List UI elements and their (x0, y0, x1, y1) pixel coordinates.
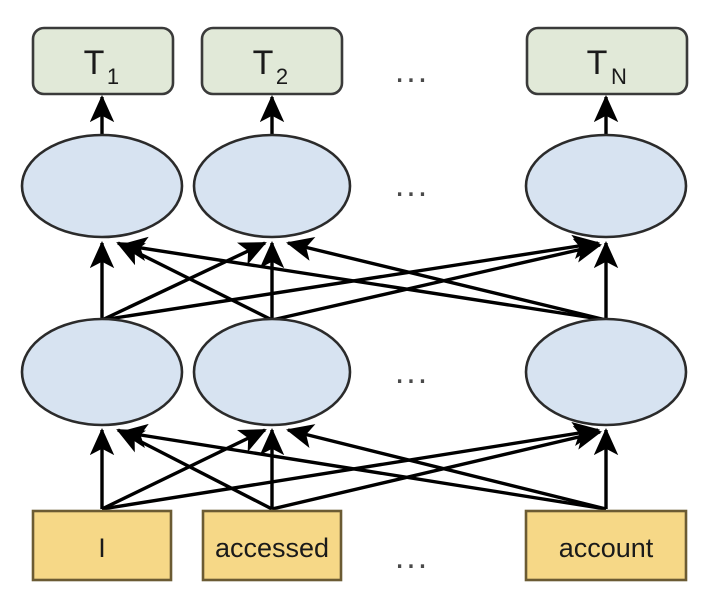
edge-input1-hidden1b (101, 428, 267, 511)
input-label-2: accessed (215, 533, 329, 563)
hidden2-layer-ellipsis: ... (395, 166, 429, 204)
hidden2-node-2[interactable] (192, 133, 352, 239)
output-node-3[interactable]: T N (525, 26, 689, 96)
output-box-3[interactable] (525, 26, 689, 96)
hidden-layer-1: ... (20, 317, 688, 427)
input-node-2[interactable]: accessed (201, 509, 343, 582)
output-layer: T 1 T 2 T N ... (31, 26, 689, 96)
output-box-2[interactable] (200, 26, 344, 96)
input-layer-ellipsis: ... (395, 538, 429, 576)
hidden1-node-1[interactable] (20, 317, 184, 427)
hidden1-node-3[interactable] (524, 317, 688, 427)
hidden1-node-2[interactable] (192, 317, 352, 427)
input-layer: I accessed account ... (31, 509, 688, 582)
hidden-layer-2: ... (20, 133, 688, 239)
output-label-2-base: T (253, 44, 274, 82)
input-node-1[interactable]: I (31, 509, 173, 582)
output-box-1[interactable] (31, 26, 175, 96)
output-label-2-sub: 2 (276, 64, 288, 89)
edges-input-to-hidden1 (89, 421, 619, 511)
output-label-3-base: T (587, 44, 608, 82)
output-label-3-sub: N (611, 64, 627, 89)
output-node-2[interactable]: T 2 (200, 26, 344, 96)
edge-h1b-h2c (271, 238, 602, 322)
edge-h1a-h2b (101, 241, 267, 322)
edge-h1b-h2a (116, 241, 273, 322)
input-node-3[interactable]: account (524, 509, 688, 582)
output-label-1-sub: 1 (107, 64, 119, 89)
edge-input3-hidden1a (119, 423, 607, 511)
input-box-3[interactable] (524, 509, 688, 582)
hidden1-layer-ellipsis: ... (395, 353, 429, 391)
edges-hidden1-to-hidden2 (89, 234, 619, 322)
output-label-1-base: T (84, 44, 105, 82)
edge-h1c-h2a (119, 236, 607, 322)
hidden2-node-1[interactable] (20, 133, 184, 239)
edges-hidden2-to-output (89, 94, 619, 134)
output-node-1[interactable]: T 1 (31, 26, 175, 96)
input-box-1[interactable] (31, 509, 173, 582)
hidden2-node-3[interactable] (524, 133, 688, 239)
output-layer-ellipsis: ... (395, 52, 429, 90)
edge-input2-hidden1a (116, 428, 273, 511)
input-box-2[interactable] (201, 509, 343, 582)
edge-input2-hidden1c (271, 425, 602, 511)
input-label-3: account (559, 533, 654, 563)
edge-h1c-h2b (286, 237, 607, 322)
edge-input3-hidden1b (286, 424, 607, 511)
input-label-1: I (98, 533, 106, 563)
